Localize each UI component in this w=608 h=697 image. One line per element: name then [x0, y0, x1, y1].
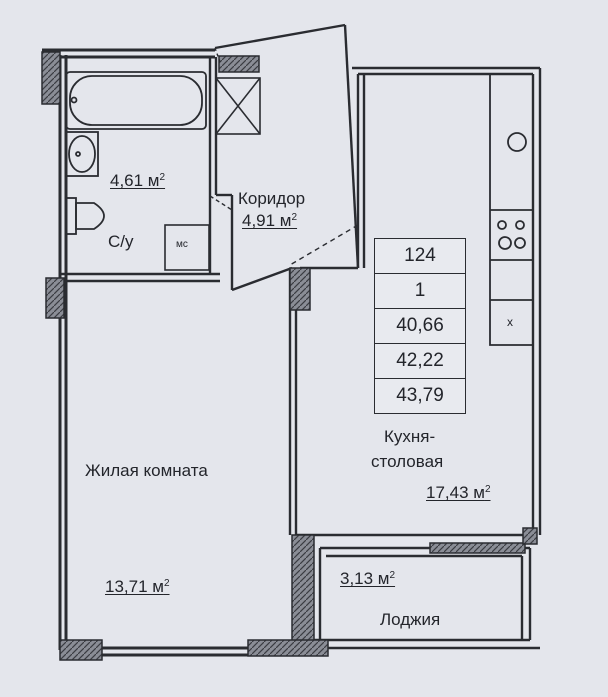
living-room-name: Жилая комната — [85, 461, 208, 480]
washer-box — [164, 224, 210, 271]
bathroom-name: С/у — [108, 232, 134, 251]
loggia-name: Лоджия — [380, 610, 441, 629]
total-area: 43,79 — [396, 385, 444, 406]
bathtub — [65, 71, 207, 130]
living-room-area: 13,71 м2 — [105, 577, 170, 596]
loggia-area: 3,13 м2 — [340, 569, 396, 588]
kitchen-area: 17,43 м2 — [426, 483, 491, 502]
interior-walls — [60, 23, 542, 650]
apartment-info-table: 124 1 40,66 42,22 43,79 — [374, 238, 466, 414]
toilet — [65, 197, 105, 235]
wall-columns — [41, 51, 538, 661]
washer-label: мс — [176, 239, 188, 250]
living-area-total: 40,66 — [375, 309, 465, 344]
corridor-area: 4,91 м2 — [242, 211, 298, 230]
outer-walls — [42, 48, 300, 657]
kitchen-name-line2: столовая — [371, 452, 444, 471]
vent-shaft — [215, 77, 261, 135]
area-with-loggia: 42,22 — [375, 344, 465, 379]
apartment-number: 124 — [375, 239, 465, 274]
kitchen-name-line1: Кухня- — [384, 427, 436, 446]
kitchen-counter — [489, 74, 533, 346]
bathroom-area: 4,61 м2 — [110, 171, 166, 190]
doors — [209, 47, 359, 266]
corridor-name: Коридор — [238, 189, 306, 208]
sink — [65, 131, 99, 177]
kitchen-mark: x — [507, 315, 513, 329]
room-count: 1 — [375, 274, 465, 309]
